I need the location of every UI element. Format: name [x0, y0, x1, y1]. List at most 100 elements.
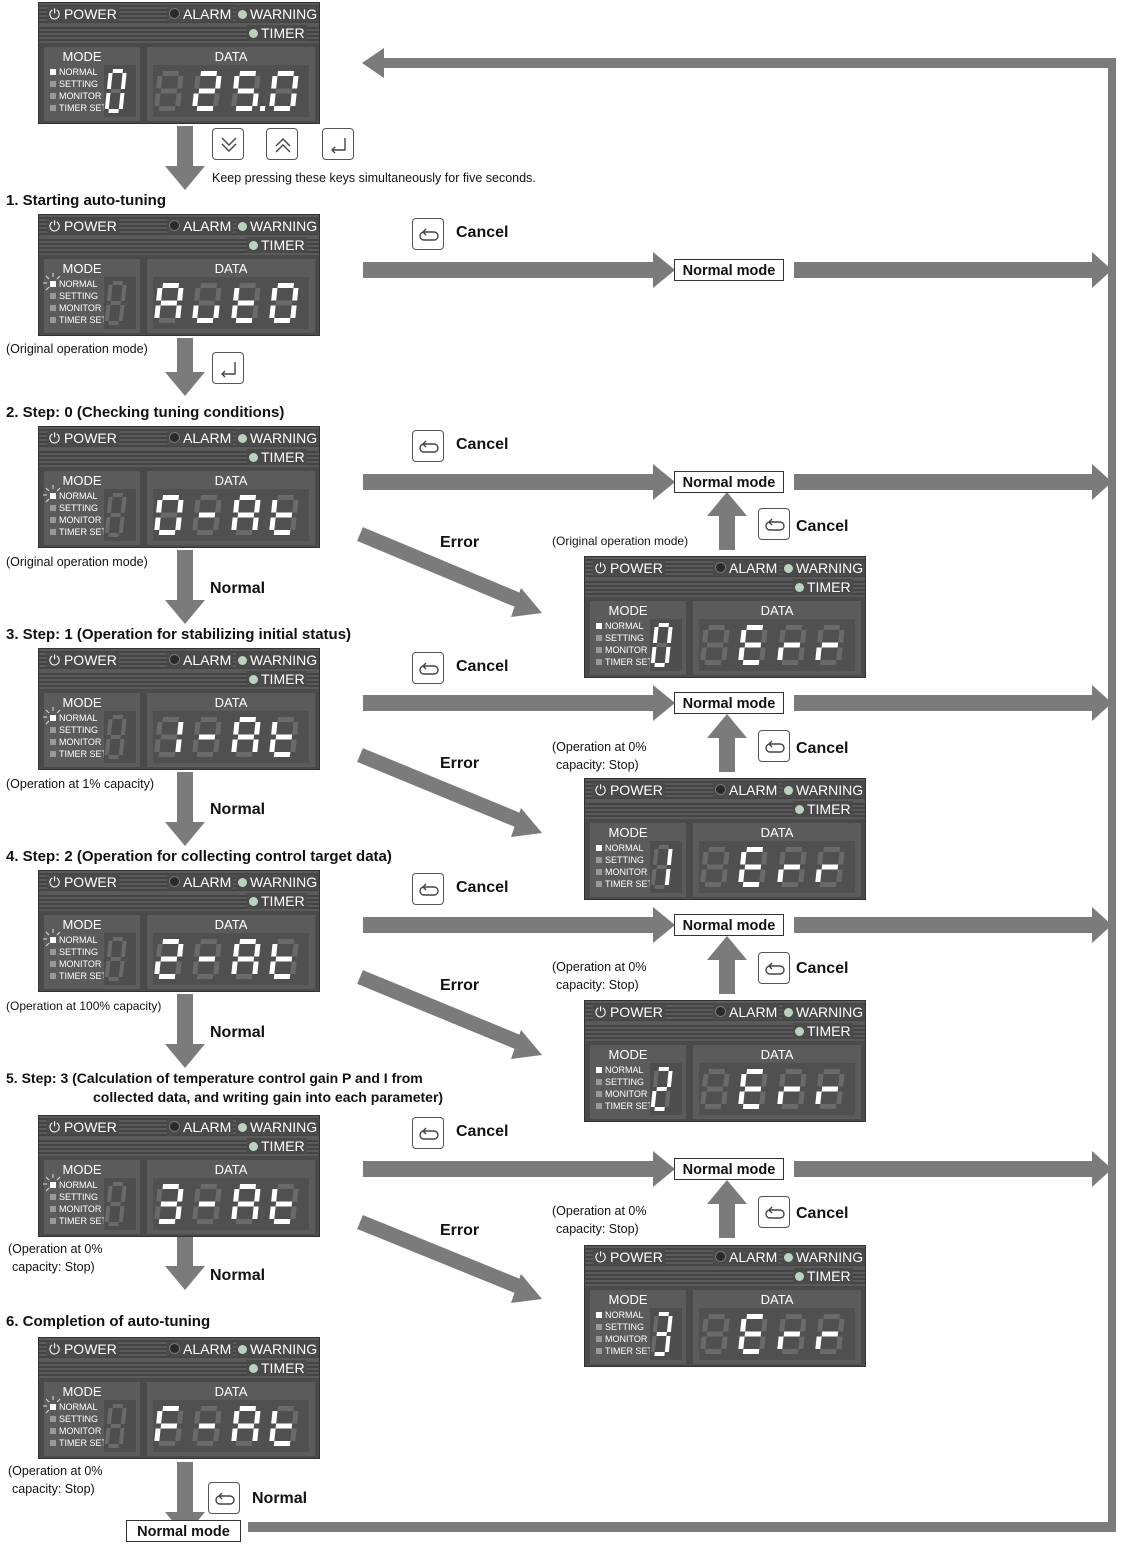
error-transition-label: Error: [440, 1222, 480, 1239]
normal-mode-box: Normal mode: [674, 1158, 784, 1180]
display-panel-error2: ⏻ POWER ALARM WARNING TIMER MODE NORMAL …: [584, 1000, 866, 1122]
mode-normal: NORMAL: [50, 279, 98, 290]
power-label: ⏻ POWER: [47, 652, 119, 668]
mode-setting: SETTING: [596, 633, 644, 644]
cancel-label: Cancel: [456, 224, 509, 241]
error-transition-label: Error: [440, 755, 480, 772]
cancel-key-icon[interactable]: [412, 430, 444, 462]
normal-mode-box: Normal mode: [674, 471, 784, 493]
mode-normal: NORMAL: [596, 621, 644, 632]
cancel-key-icon[interactable]: [412, 873, 444, 905]
mode-setting: SETTING: [50, 1192, 98, 1203]
blink-icon: [43, 1174, 61, 1192]
step-5-title: 5. Step: 3 (Calculation of temperature c…: [6, 1070, 423, 1086]
alarm-label: ALARM: [167, 6, 234, 22]
cancel-key-icon[interactable]: [208, 1482, 240, 1514]
mode-normal: NORMAL: [596, 1310, 644, 1321]
alarm-label: ALARM: [167, 430, 234, 446]
cancel-key-icon[interactable]: [412, 652, 444, 684]
display-panel-complete: ⏻ POWER ALARM WARNING TIMER MODE NORMAL …: [38, 1337, 320, 1459]
data-header: DATA: [214, 473, 248, 488]
step-6-title: 6. Completion of auto-tuning: [6, 1313, 211, 1330]
mode-normal: NORMAL: [50, 67, 98, 78]
cancel-key-icon[interactable]: [412, 1117, 444, 1149]
alarm-label: ALARM: [713, 1004, 780, 1020]
mode-header: MODE: [62, 1384, 102, 1399]
mode-header: MODE: [62, 473, 102, 488]
mode-setting: SETTING: [50, 291, 98, 302]
data-header: DATA: [760, 603, 794, 618]
power-label: ⏻ POWER: [593, 1249, 665, 1265]
timer-label: TIMER: [247, 1138, 307, 1154]
enter-key-icon[interactable]: [322, 128, 354, 160]
data-header: DATA: [214, 1162, 248, 1177]
normal-transition-label: Normal: [210, 580, 266, 597]
data-header: DATA: [760, 1292, 794, 1307]
cancel-key-icon[interactable]: [758, 1196, 790, 1228]
power-label: ⏻ POWER: [47, 1119, 119, 1135]
timer-label: TIMER: [247, 237, 307, 253]
mode-header: MODE: [62, 261, 102, 276]
mode-section: MODE NORMAL SETTING MONITOR TIMER SET: [44, 693, 140, 767]
mode-header: MODE: [608, 825, 648, 840]
display-panel-step2: ⏻ POWER ALARM WARNING TIMER MODE NORMAL …: [38, 870, 320, 992]
warning-label: WARNING: [236, 652, 320, 668]
mode-monitor: MONITOR: [596, 645, 647, 656]
cancel-key-icon[interactable]: [412, 218, 444, 250]
mode-timer-set: TIMER SET: [596, 1101, 653, 1112]
timer-label: TIMER: [793, 579, 853, 595]
original-mode-note: (Original operation mode): [6, 555, 148, 569]
mode-timer-set: TIMER SET: [50, 315, 107, 326]
timer-label: TIMER: [247, 25, 307, 41]
alarm-label: ALARM: [167, 218, 234, 234]
cancel-label: Cancel: [796, 960, 849, 977]
step-2-title: 2. Step: 0 (Checking tuning conditions): [6, 404, 285, 421]
cancel-key-icon[interactable]: [758, 730, 790, 762]
cancel-label: Cancel: [796, 740, 849, 757]
alarm-label: ALARM: [167, 1119, 234, 1135]
mode-setting: SETTING: [50, 503, 98, 514]
cancel-label: Cancel: [456, 879, 509, 896]
power-label: ⏻ POWER: [593, 560, 665, 576]
mode-setting: SETTING: [596, 1077, 644, 1088]
blink-icon: [43, 929, 61, 947]
capacity-1-note: (Operation at 1% capacity): [6, 777, 154, 791]
capacity-100-note: (Operation at 100% capacity): [6, 999, 162, 1013]
enter-key-icon[interactable]: [212, 352, 244, 384]
warning-label: WARNING: [782, 1249, 866, 1265]
mode-normal: NORMAL: [50, 1180, 98, 1191]
warning-label: WARNING: [236, 874, 320, 890]
power-label: ⏻ POWER: [47, 6, 119, 22]
error-transition-label: Error: [440, 534, 480, 551]
mode-normal: NORMAL: [50, 491, 98, 502]
mode-timer-set: TIMER SET: [596, 879, 653, 890]
blink-icon: [43, 707, 61, 725]
mode-normal: NORMAL: [50, 1402, 98, 1413]
capacity-0-note-a: (Operation at 0%: [8, 1464, 103, 1478]
mode-header: MODE: [62, 49, 102, 64]
cancel-key-icon[interactable]: [758, 952, 790, 984]
mode-setting: SETTING: [50, 1414, 98, 1425]
up-key-icon[interactable]: [266, 128, 298, 160]
display-panel-error3: ⏻ POWER ALARM WARNING TIMER MODE NORMAL …: [584, 1245, 866, 1367]
blink-icon: [43, 485, 61, 503]
cancel-label: Cancel: [456, 1123, 509, 1140]
mode-timer-set: TIMER SET: [50, 103, 107, 114]
mode-setting: SETTING: [596, 855, 644, 866]
cancel-label: Cancel: [456, 658, 509, 675]
mode-normal: NORMAL: [596, 843, 644, 854]
data-header: DATA: [214, 695, 248, 710]
mode-header: MODE: [608, 1047, 648, 1062]
normal-mode-box: Normal mode: [674, 692, 784, 714]
capacity-0-note-a: (Operation at 0%: [8, 1242, 103, 1256]
error-transition-label: Error: [440, 977, 480, 994]
mode-header: MODE: [62, 917, 102, 932]
down-key-icon[interactable]: [212, 128, 244, 160]
normal-mode-box: Normal mode: [126, 1520, 241, 1542]
mode-setting: SETTING: [50, 947, 98, 958]
normal-mode-box: Normal mode: [674, 259, 784, 281]
cancel-key-icon[interactable]: [758, 508, 790, 540]
data-header: DATA: [214, 1384, 248, 1399]
cancel-label: Cancel: [796, 518, 849, 535]
mode-setting: SETTING: [596, 1322, 644, 1333]
